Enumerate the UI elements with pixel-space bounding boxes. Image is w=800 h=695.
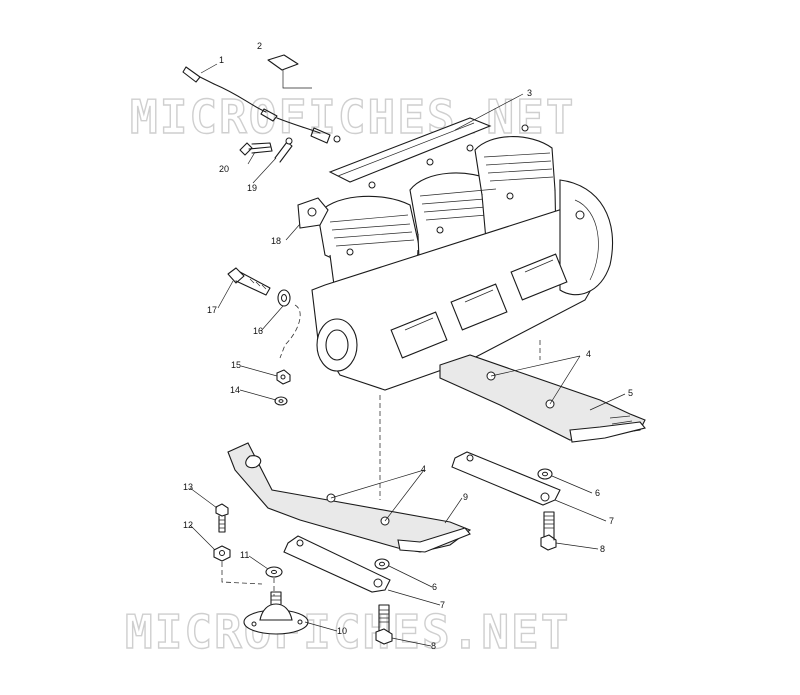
nut-part-12	[213, 545, 231, 562]
rubber-mount-part-10	[243, 591, 309, 635]
callout-3: 3	[527, 88, 532, 98]
callout-4-right: 4	[586, 349, 591, 359]
decal-part-2	[267, 54, 312, 89]
watermark-top: MICROFICHES.NET	[130, 90, 575, 144]
dashed-lead-16	[279, 304, 301, 359]
callout-8-right: 8	[600, 544, 605, 554]
washer-part-14	[274, 396, 288, 406]
washer-part-16	[277, 289, 291, 307]
screw-part-13	[215, 503, 229, 533]
callout-8-left: 8	[431, 641, 436, 651]
washer-part-6-left	[374, 558, 390, 570]
leader-lines	[189, 63, 626, 647]
callout-1: 1	[219, 55, 224, 65]
callout-20: 20	[219, 164, 229, 174]
right-mount-plate-part-5	[439, 354, 646, 443]
nut-part-15	[276, 369, 291, 385]
callout-7-right: 7	[609, 516, 614, 526]
callout-12: 12	[183, 520, 193, 530]
callout-17: 17	[207, 305, 217, 315]
callout-7-left: 7	[440, 600, 445, 610]
callout-19: 19	[247, 183, 257, 193]
callout-labels: 1 2 3 4 5 4 9 6 7 8 6 7 8 10 11 12 13 14…	[183, 41, 633, 651]
callout-4-left: 4	[421, 464, 426, 474]
left-mount-plate-part-9	[227, 442, 472, 553]
callout-5: 5	[628, 388, 633, 398]
callout-16: 16	[253, 326, 263, 336]
callout-9: 9	[463, 492, 468, 502]
callout-15: 15	[231, 360, 241, 370]
callout-6-right: 6	[595, 488, 600, 498]
dashed-lead-12	[221, 562, 263, 585]
shim-part-7-right	[451, 451, 561, 506]
callout-10: 10	[337, 626, 347, 636]
callout-11: 11	[240, 550, 249, 560]
clip-part-19	[274, 137, 293, 163]
washer-part-6-right	[537, 468, 553, 480]
watermark-bottom: MICROFICHES.NET	[125, 605, 570, 659]
callout-18: 18	[271, 236, 281, 246]
callout-6-left: 6	[432, 582, 437, 592]
bolt-part-20	[239, 142, 273, 156]
callout-13: 13	[183, 482, 193, 492]
throttle-cable-part-1	[182, 66, 341, 144]
callout-2: 2	[257, 41, 262, 51]
bolt-part-17	[227, 267, 271, 296]
shim-part-7-left	[283, 535, 391, 593]
washer-part-11	[265, 566, 283, 578]
engine-block	[297, 117, 614, 391]
callout-14: 14	[230, 385, 240, 395]
bolt-part-8-right	[540, 511, 557, 551]
bolt-part-8-left	[375, 604, 393, 645]
